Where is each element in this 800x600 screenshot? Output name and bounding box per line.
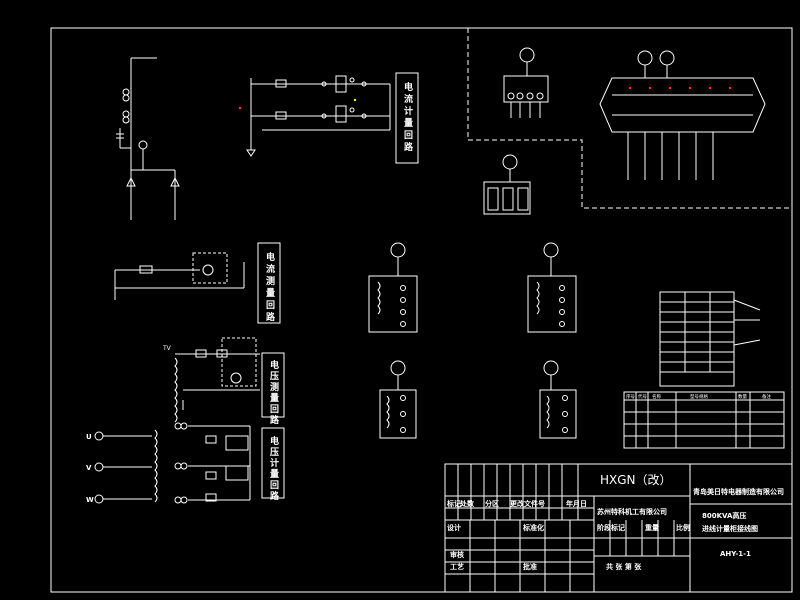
label-voltage-measure-loop: 电压测量回路 bbox=[268, 359, 279, 426]
meter-unit-4 bbox=[539, 360, 577, 439]
terminal-strip bbox=[599, 50, 766, 180]
current-meter-loop bbox=[246, 72, 419, 164]
table-header-spec: 型号规格 bbox=[690, 393, 708, 400]
tb-drawing-no: AHY-1-1 bbox=[720, 550, 751, 558]
tb-ratio: 比例 bbox=[676, 523, 690, 532]
tb-company: 青岛美日特电器制造有限公司 bbox=[693, 487, 784, 496]
tb-zone: 分区 bbox=[485, 499, 499, 508]
terminal-matrix bbox=[659, 291, 761, 387]
tb-designer-company: 苏州特科机工有限公司 bbox=[597, 507, 667, 516]
tb-weight: 重量 bbox=[645, 523, 659, 532]
title-block bbox=[444, 463, 793, 593]
label-current-measure-loop: 电流测量回路 bbox=[264, 251, 275, 324]
tb-stage-mark: 阶段标记 bbox=[597, 523, 625, 532]
tb-approve: 批准 bbox=[523, 562, 537, 571]
primary-single-line bbox=[116, 57, 180, 220]
tb-mark: 标记 bbox=[446, 499, 461, 508]
current-measure-loop bbox=[114, 242, 281, 324]
phase-inputs bbox=[94, 429, 158, 504]
tb-design: 设计 bbox=[447, 523, 461, 532]
phase-w: W bbox=[86, 496, 94, 504]
tb-check: 审核 bbox=[450, 550, 464, 559]
meter-unit-1 bbox=[368, 242, 418, 333]
tb-date: 年月日 bbox=[566, 499, 587, 508]
drawing-frame bbox=[50, 27, 793, 593]
vt-label: TV bbox=[162, 345, 172, 352]
table-header-note: 备注 bbox=[762, 393, 771, 400]
voltage-transformer-section bbox=[174, 337, 285, 504]
label-current-meter-loop: 电流计量回路 bbox=[402, 81, 413, 154]
meter-unit-2 bbox=[527, 242, 577, 333]
tb-count: 处数 bbox=[459, 499, 475, 508]
label-voltage-meter-loop: 电压计量回路 bbox=[268, 435, 279, 502]
tb-sheets: 共 张 第 张 bbox=[606, 562, 642, 571]
table-header-no: 序号 bbox=[626, 393, 635, 400]
components-table bbox=[623, 391, 785, 449]
table-header-name: 名称 bbox=[652, 393, 661, 400]
table-header-qty: 数量 bbox=[738, 393, 747, 400]
terminal-block-middle bbox=[483, 154, 531, 215]
tb-title-line2: 进线计量柜接线图 bbox=[702, 524, 758, 533]
tb-title-line1: 800KVA高压 bbox=[702, 511, 746, 520]
tb-standardization: 标准化 bbox=[522, 523, 544, 532]
phase-v: V bbox=[86, 464, 92, 472]
tb-product: HXGN（改） bbox=[600, 473, 672, 487]
meter-unit-3 bbox=[379, 360, 417, 439]
table-header-code: 代号 bbox=[638, 393, 647, 400]
phase-u: U bbox=[86, 433, 92, 441]
tb-change-doc: 更改文件号 bbox=[510, 499, 545, 508]
terminal-block-top bbox=[503, 47, 549, 118]
dashed-boundary bbox=[467, 28, 792, 209]
tb-process: 工艺 bbox=[450, 562, 464, 571]
